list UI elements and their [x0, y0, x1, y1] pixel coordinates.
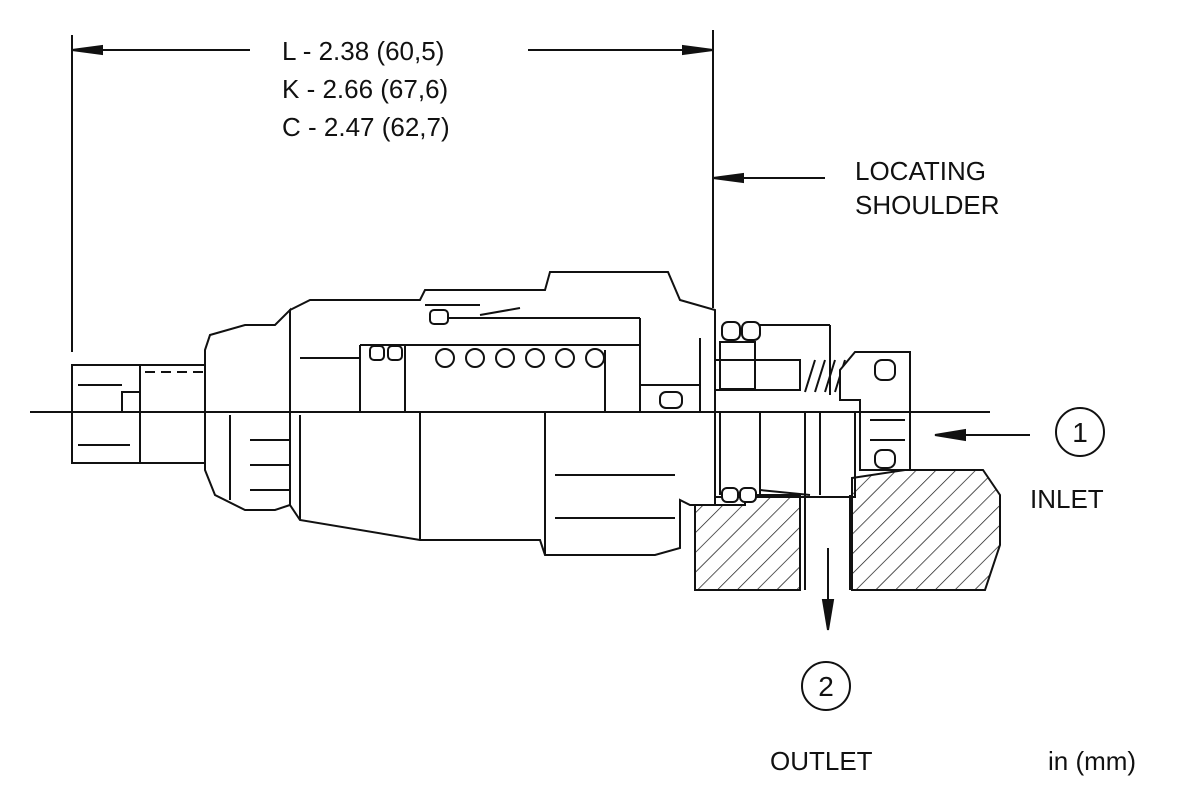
- outlet-port-circle: [801, 661, 851, 711]
- seals: [369, 309, 896, 503]
- port-arrows: [821, 428, 1030, 631]
- valve-cartridge: [71, 271, 911, 556]
- inlet-arrow: [934, 428, 966, 442]
- manifold-cavity-section: [694, 469, 1001, 591]
- locating-shoulder-arrow: [712, 172, 744, 184]
- dimension-line-l: L - 2.38 (60,5): [282, 36, 444, 66]
- overall-length-dimension: [71, 30, 825, 352]
- dimension-arrow-left: [71, 44, 103, 56]
- outlet-port-number: 2: [818, 671, 834, 702]
- inlet-port-circle: [1055, 407, 1105, 457]
- locating-label-line1: LOCATING: [855, 156, 986, 186]
- dimension-line-k: K - 2.66 (67,6): [282, 74, 448, 104]
- outlet-label: OUTLET: [770, 746, 873, 776]
- units-label: in (mm): [1048, 746, 1136, 776]
- locating-label-line2: SHOULDER: [855, 190, 999, 220]
- inlet-label: INLET: [1030, 484, 1104, 514]
- inlet-port-number: 1: [1072, 417, 1088, 448]
- dimension-line-c: C - 2.47 (62,7): [282, 112, 450, 142]
- outlet-arrow: [821, 599, 835, 631]
- dimension-arrow-right: [682, 44, 714, 56]
- spring: [435, 348, 605, 368]
